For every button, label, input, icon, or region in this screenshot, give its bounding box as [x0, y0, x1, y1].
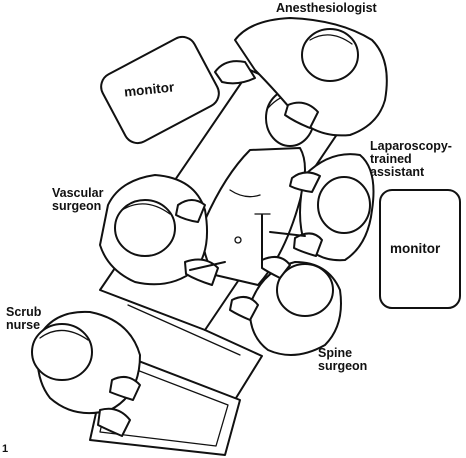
- label-figure-number: 1: [2, 443, 9, 455]
- label-anesthesiologist: Anesthesiologist: [276, 1, 377, 15]
- surgical-instruments: [189, 213, 306, 271]
- laparoscopy-assistant-figure: [289, 153, 375, 262]
- spine-surgeon-figure: [229, 255, 342, 356]
- label-spine-surgeon: Spine surgeon: [318, 346, 368, 373]
- label-vascular-surgeon: Vascular surgeon: [52, 186, 104, 213]
- label-monitor-right: monitor: [390, 241, 441, 256]
- vascular-surgeon-figure: [99, 174, 219, 286]
- monitor-left-screen: [100, 35, 220, 145]
- scrub-nurse-figure: [31, 310, 141, 437]
- label-scrub-nurse: Scrub nurse: [6, 305, 42, 332]
- anesthesiologist-figure: [214, 17, 388, 137]
- monitor-right-screen: [379, 189, 461, 309]
- label-laparoscopy-assistant: Laparoscopy- trained assistant: [370, 139, 452, 179]
